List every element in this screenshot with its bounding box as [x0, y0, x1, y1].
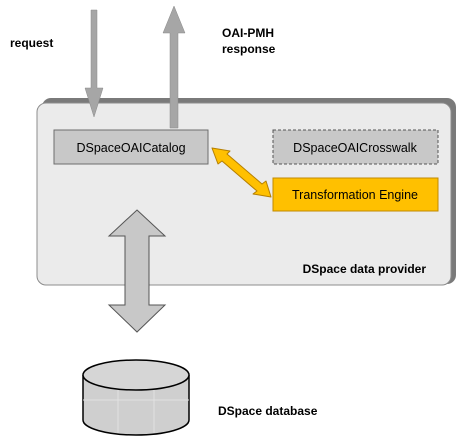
crosswalk-box-rect — [272, 129, 439, 165]
request-label: request — [10, 36, 53, 50]
transformation-engine-box: Transformation Engine — [272, 177, 439, 212]
response-arrow — [162, 5, 186, 129]
catalog-box: DSpaceOAICatalog — [53, 129, 209, 165]
data-provider-label: DSpace data provider — [303, 262, 427, 276]
database-cylinder-body — [82, 375, 190, 436]
request-arrow — [84, 9, 104, 118]
database-cylinder-icon — [82, 359, 190, 436]
database-label: DSpace database — [218, 404, 318, 418]
transformation-engine-box-rect — [272, 177, 439, 212]
catalog-box-rect — [53, 129, 209, 165]
transformation-engine-box-label: Transformation Engine — [292, 188, 418, 202]
crosswalk-box: DSpaceOAICrosswalk — [272, 129, 439, 165]
response-label-line2: response — [222, 42, 276, 56]
catalog-box-label: DSpaceOAICatalog — [76, 141, 185, 155]
crosswalk-box-label: DSpaceOAICrosswalk — [293, 141, 417, 155]
database-cylinder-top — [82, 359, 190, 391]
catalog-engine-double-arrow — [211, 147, 272, 198]
database-double-arrow — [107, 209, 167, 333]
response-label-line1: OAI-PMH — [222, 26, 274, 40]
